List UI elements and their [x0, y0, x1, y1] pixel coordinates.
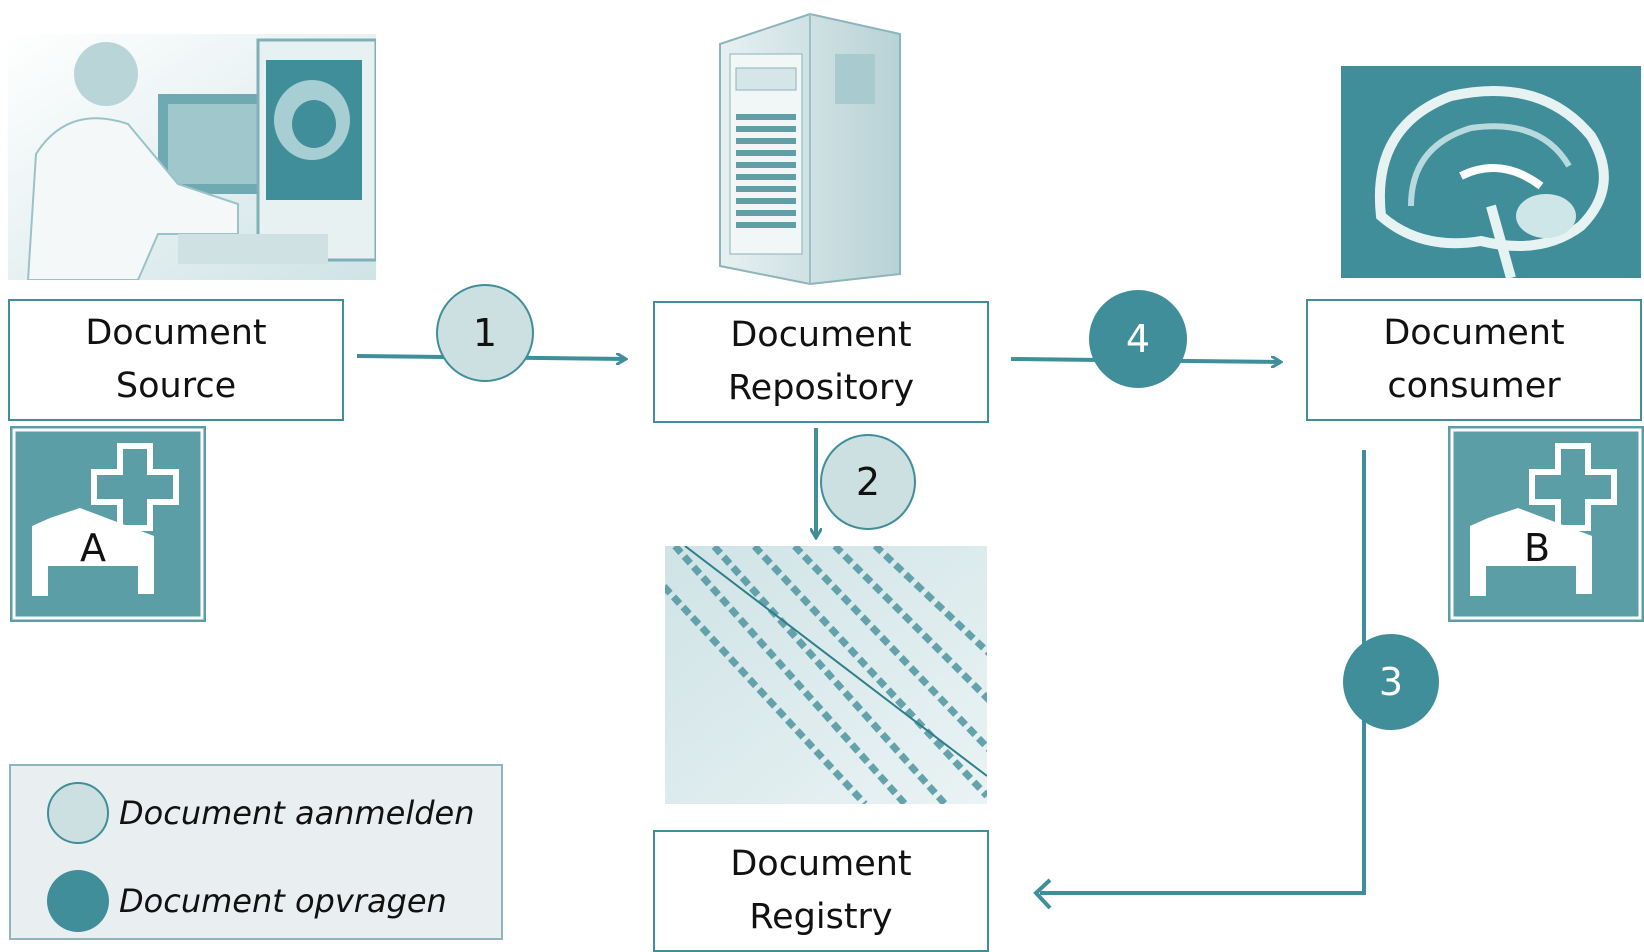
step-1-circle: 1 — [436, 284, 534, 382]
node-repository-line2: Repository — [727, 368, 915, 408]
legend-retrieve-label: Document opvragen — [119, 882, 447, 920]
hospital-a-icon — [10, 426, 206, 622]
step-2-circle: 2 — [820, 434, 916, 530]
node-source-line1: Document — [85, 313, 267, 353]
node-registry-line2: Registry — [749, 897, 893, 937]
node-document-repository: Document Repository — [653, 301, 989, 423]
hospital-a-label: A — [80, 526, 106, 570]
node-source-line2: Source — [115, 366, 237, 406]
hospital-b-icon — [1448, 426, 1644, 622]
printed-registry-numbers-image — [665, 546, 987, 804]
legend-item-retrieve: Document opvragen — [47, 868, 447, 934]
brain-mri-image — [1341, 66, 1641, 278]
node-consumer-line2: consumer — [1387, 366, 1561, 406]
doctor-at-workstation-image — [8, 34, 376, 280]
legend-light-circle — [47, 782, 109, 844]
node-document-consumer: Document consumer — [1306, 299, 1642, 421]
node-document-source: Document Source — [8, 299, 344, 421]
legend-item-register: Document aanmelden — [47, 780, 474, 846]
node-registry-line1: Document — [730, 844, 912, 884]
hospital-b-label: B — [1524, 526, 1551, 570]
legend-register-label: Document aanmelden — [119, 794, 475, 832]
hospital-bed-cross-icon — [1450, 428, 1642, 620]
node-repository-line1: Document — [730, 315, 912, 355]
legend-dark-circle — [47, 870, 109, 932]
node-document-registry: Document Registry — [653, 830, 989, 952]
node-consumer-line1: Document — [1383, 313, 1565, 353]
arrow-head-registry — [1033, 878, 1052, 910]
step-3-circle: 3 — [1343, 634, 1439, 730]
step-4-circle: 4 — [1089, 290, 1187, 388]
legend: Document aanmelden Document opvragen — [9, 764, 503, 940]
hospital-bed-cross-icon — [12, 428, 204, 620]
arrow-consumer-to-registry — [1040, 450, 1366, 895]
server-tower-image — [700, 4, 950, 286]
